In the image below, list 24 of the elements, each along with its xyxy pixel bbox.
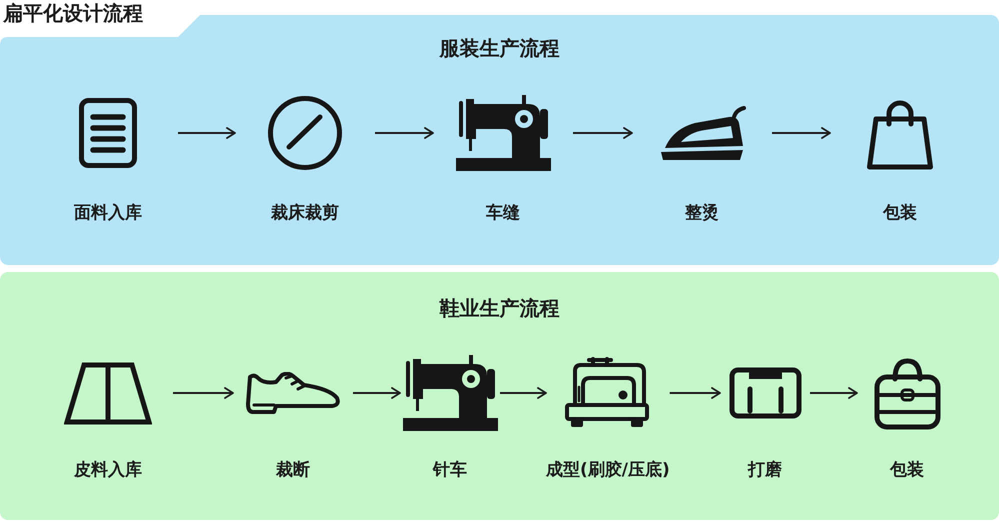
step-label: 成型(刷胶/压底) — [546, 459, 670, 481]
panel-heading: 服装生产流程 — [440, 35, 560, 61]
arrow — [772, 127, 831, 139]
arrow — [500, 387, 547, 399]
step-label: 面料入库 — [74, 202, 142, 224]
arrow — [573, 127, 633, 139]
panel-heading: 鞋业生产流程 — [440, 295, 560, 321]
arrow — [178, 127, 236, 139]
diagram-title: 扁平化设计流程 — [3, 1, 143, 25]
step-label: 包装 — [883, 202, 917, 224]
arrow — [810, 387, 858, 399]
step-label: 打磨 — [748, 459, 782, 481]
arrow — [173, 387, 234, 399]
step-label: 包装 — [890, 459, 924, 481]
step-label: 针车 — [433, 459, 467, 481]
step-label: 裁床裁剪 — [271, 202, 339, 224]
step-label: 裁断 — [276, 459, 310, 481]
step-label: 车缝 — [486, 202, 520, 224]
arrow — [353, 387, 401, 399]
process-panel — [0, 272, 999, 520]
arrow — [375, 127, 434, 139]
arrow — [670, 387, 721, 399]
step-label: 整烫 — [685, 202, 719, 224]
step-label: 皮料入库 — [74, 459, 142, 481]
